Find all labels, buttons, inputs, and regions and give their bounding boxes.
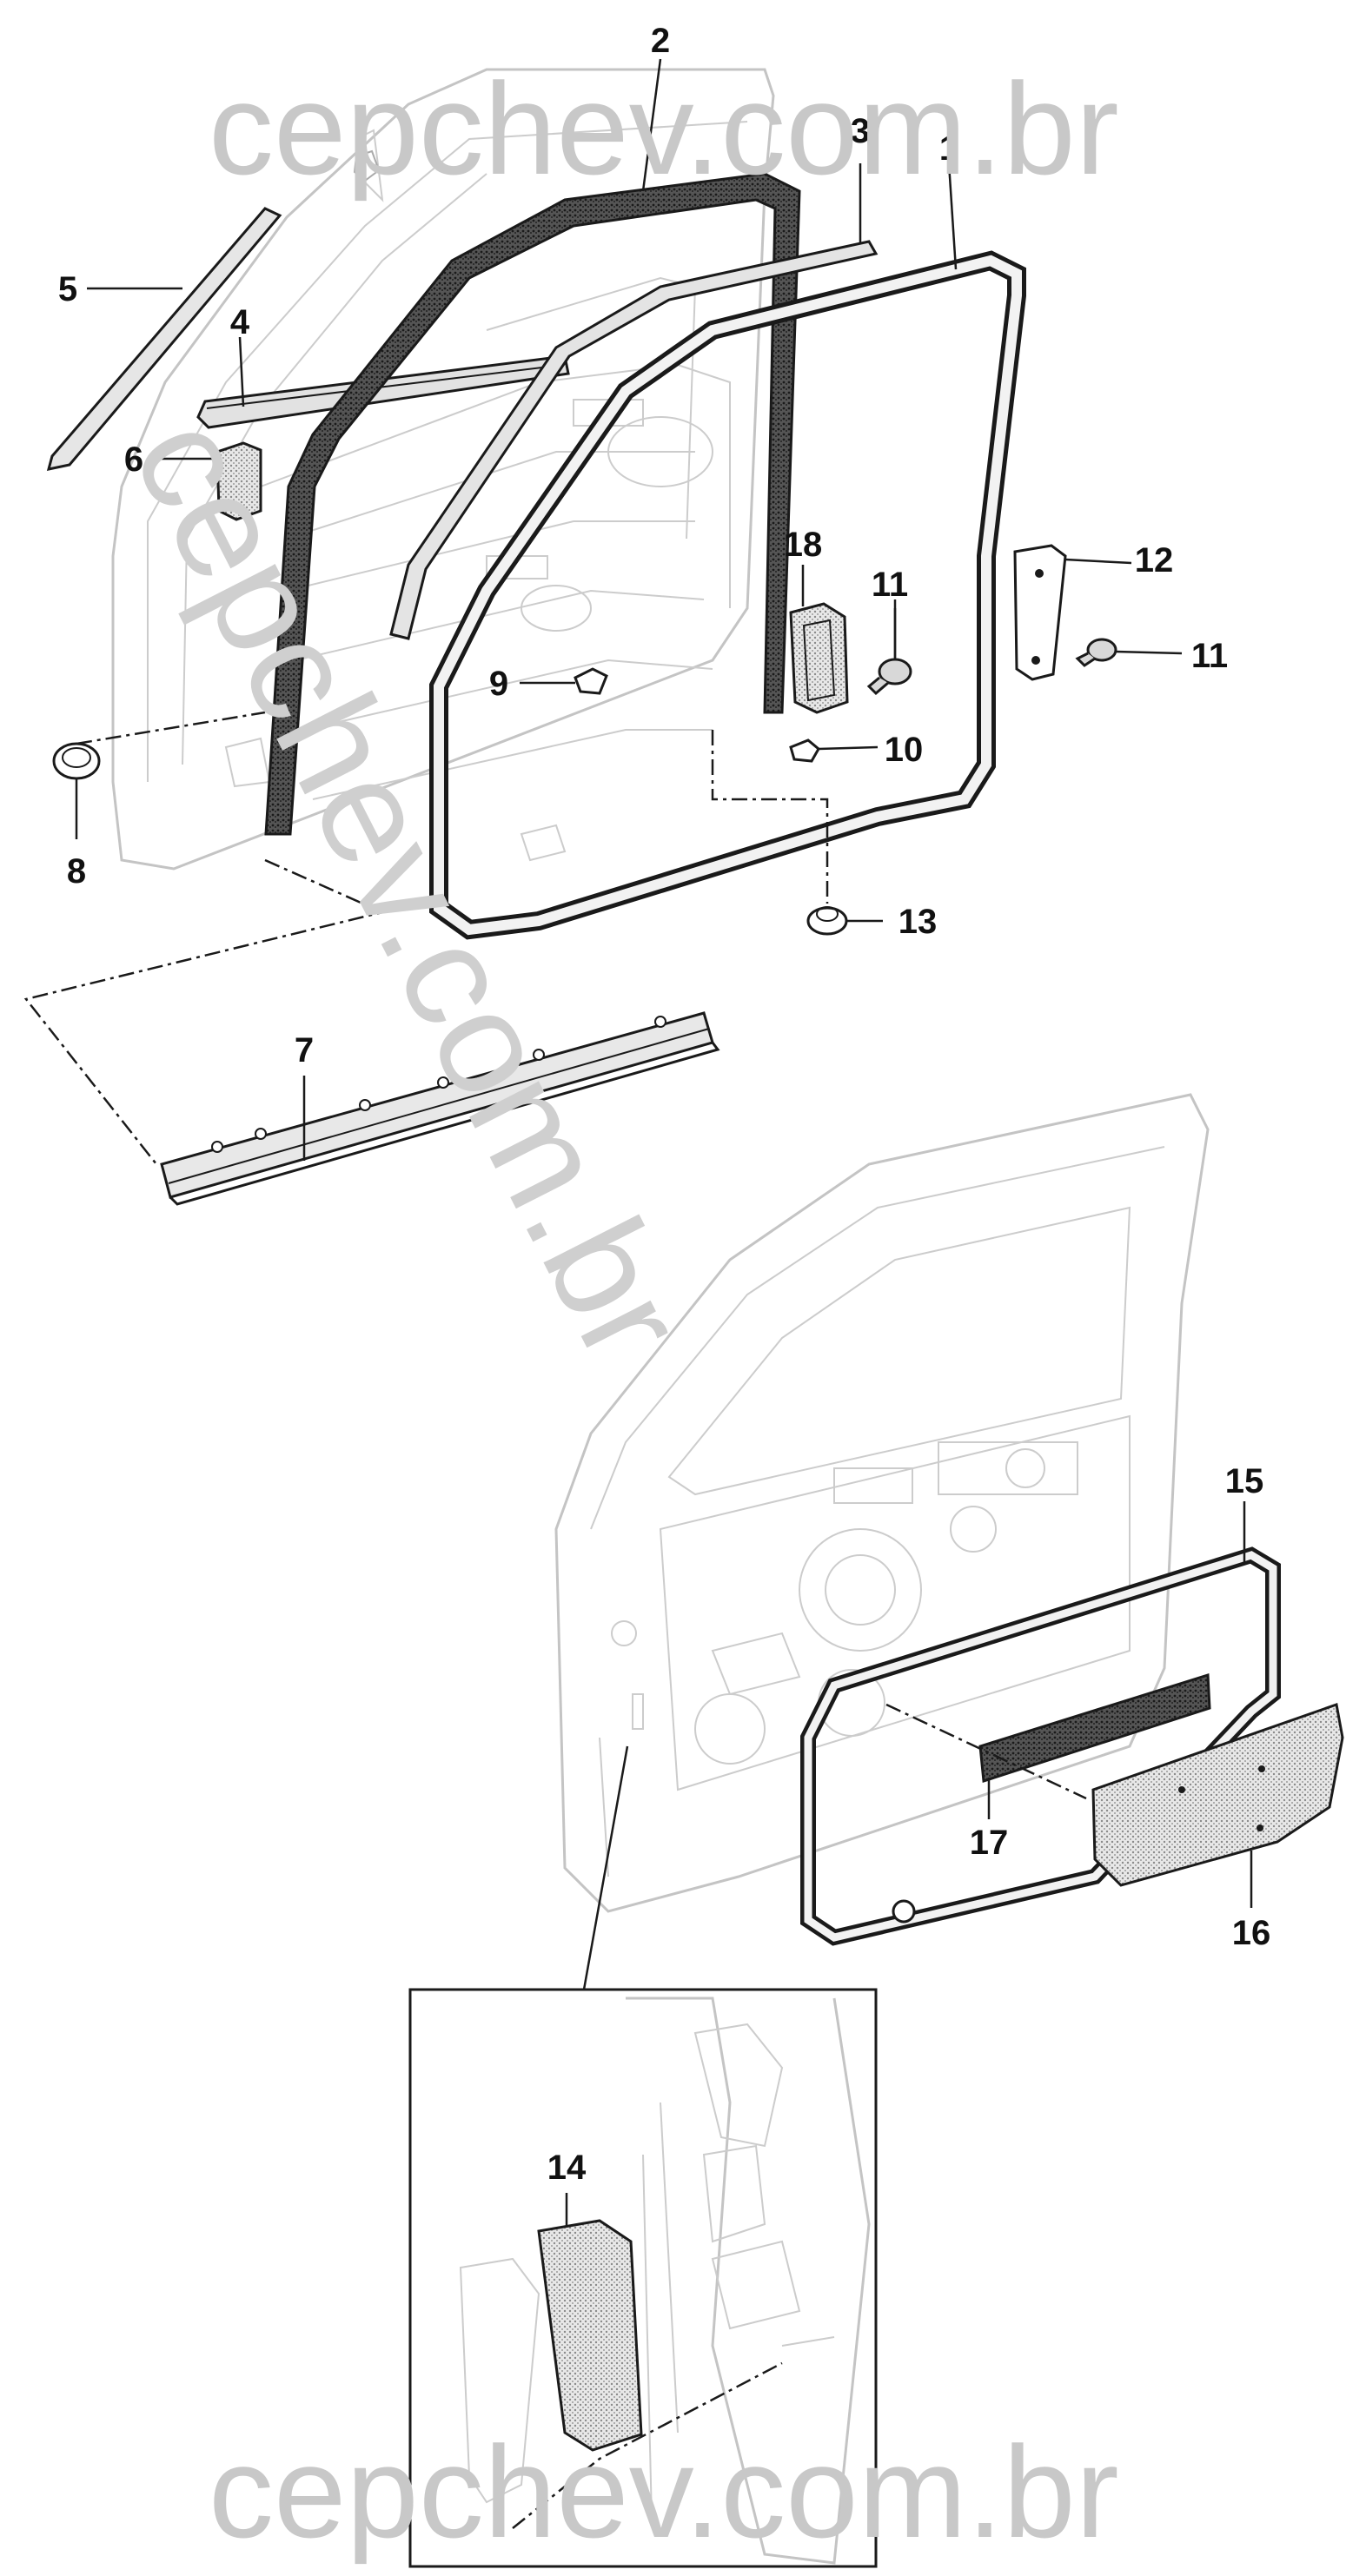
part-7-sill-plate — [160, 1011, 720, 1206]
callout-4: 4 — [230, 303, 250, 341]
leader-lines-bottom — [582, 1501, 1253, 1990]
watermark-top: cepchev.com.br — [209, 56, 1119, 202]
callout-8: 8 — [67, 852, 86, 891]
part-13-nut — [806, 906, 848, 936]
part-15-door-seal — [800, 1546, 1281, 1946]
callout-11-b: 11 — [1191, 637, 1228, 675]
callout-labels: 2 3 1 5 4 6 18 11 12 11 9 10 8 13 7 15 1… — [58, 22, 1270, 2187]
part-17-pad — [978, 1672, 1211, 1783]
part-16-panel — [1091, 1703, 1344, 1887]
callout-13: 13 — [899, 903, 938, 941]
part-4-channel — [196, 354, 570, 429]
callout-6: 6 — [124, 440, 143, 479]
callout-2: 2 — [651, 22, 670, 60]
callout-3: 3 — [851, 112, 870, 150]
leader-lines-top — [75, 58, 1183, 1161]
callout-12: 12 — [1135, 541, 1174, 579]
part-12-plate — [1013, 544, 1067, 681]
callout-18: 18 — [784, 526, 823, 564]
part-1-door-seal — [429, 250, 1026, 940]
part-11-fastener-a — [866, 658, 912, 696]
callout-10: 10 — [885, 731, 924, 769]
part-14-cover — [537, 2219, 643, 2452]
callout-14: 14 — [547, 2149, 587, 2187]
callout-9: 9 — [489, 665, 508, 703]
ghost-body-door-bottom — [554, 1093, 1210, 1913]
callout-17: 17 — [970, 1824, 1009, 1862]
part-5-trim-strip — [46, 207, 282, 471]
watermark-bottom: cepchev.com.br — [209, 2419, 1119, 2565]
inset-detail-box — [408, 1988, 878, 2568]
part-9-clip — [574, 667, 608, 695]
callout-11-a: 11 — [872, 566, 908, 604]
part-2-weatherstrip — [264, 172, 801, 836]
dashed-leaders-bottom — [885, 1703, 1087, 1800]
part-11-fastener-b — [1075, 638, 1117, 667]
part-8-plug — [52, 742, 101, 780]
callout-7: 7 — [295, 1031, 314, 1069]
part-6-block — [216, 441, 262, 521]
bolt-small — [353, 149, 381, 182]
part-10-clip — [789, 738, 820, 763]
callout-16: 16 — [1232, 1914, 1271, 1952]
part-18-bumper — [789, 602, 849, 714]
part-3-belt-strip — [389, 240, 879, 640]
callout-5: 5 — [58, 270, 77, 308]
callout-1: 1 — [939, 129, 958, 168]
callout-15: 15 — [1225, 1462, 1264, 1500]
